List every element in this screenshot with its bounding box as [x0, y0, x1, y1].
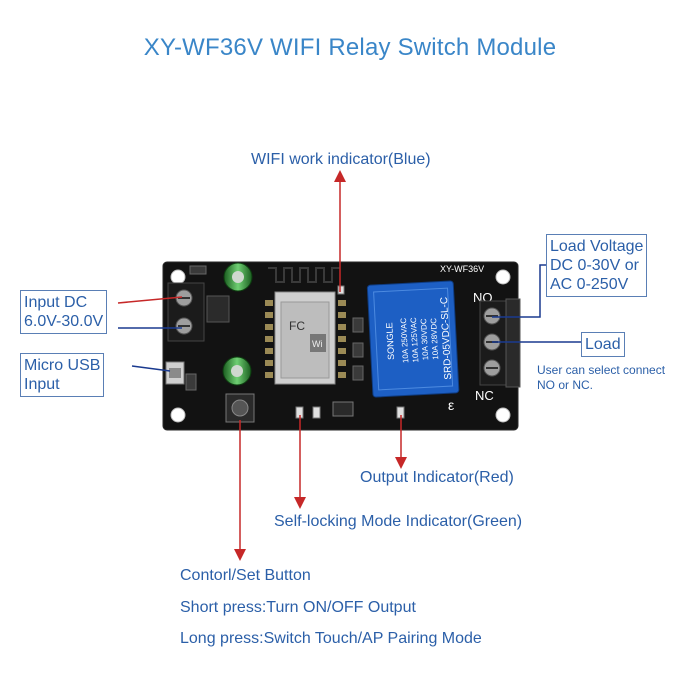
svg-text:FC: FC — [289, 319, 305, 333]
capacitor-top — [223, 262, 253, 292]
led-wifi-blue — [337, 285, 345, 295]
board-model-text: XY-WF36V — [440, 264, 484, 274]
control-button-label: Contorl/Set Button — [180, 567, 311, 584]
capacitor-bottom — [222, 356, 252, 386]
relay-rating-2: 10A 125VAC — [409, 317, 420, 363]
input-terminal — [167, 282, 205, 342]
nc-label: NC — [475, 388, 494, 403]
regulator-chip — [206, 295, 230, 323]
module-pins — [265, 300, 346, 378]
select-note: User can select connect NO or NC. — [537, 363, 666, 392]
long-press-label: Long press:Switch Touch/AP Pairing Mode — [180, 630, 482, 647]
input-positive-line — [117, 296, 183, 304]
relay-brand-text: SONGLE — [384, 322, 396, 360]
relay-rating-1: 10A 250VAC — [399, 317, 410, 363]
wifi-antenna — [268, 267, 340, 283]
usb-line — [131, 365, 171, 372]
wifi-indicator-label: WIFI work indicator(Blue) — [251, 151, 431, 168]
smd-components — [185, 265, 364, 391]
micro-usb-label: Micro USB Input — [20, 353, 105, 397]
relay-model-text: SRD-05VDC-SL-C — [439, 297, 454, 380]
self-locking-label: Self-locking Mode Indicator(Green) — [274, 513, 523, 530]
load-label: Load — [581, 332, 625, 357]
input-dc-label: Input DC 6.0V-30.0V — [20, 290, 108, 334]
logo-mark: ε — [448, 397, 454, 413]
transistor — [332, 401, 354, 417]
load-voltage-line — [492, 264, 548, 318]
esp-wifi-module: FC Wi — [274, 291, 336, 385]
control-button — [225, 393, 255, 423]
relay-rating-4: 10A 28VDC — [429, 318, 440, 360]
relay-rating-3: 10A 30VDC — [419, 318, 430, 360]
load-voltage-label: Load Voltage DC 0-30V or AC 0-250V — [546, 234, 648, 297]
svg-text:Wi: Wi — [312, 339, 323, 349]
page-title: XY-WF36V WIFI Relay Switch Module — [143, 34, 557, 61]
short-press-label: Short press:Turn ON/OFF Output — [180, 599, 416, 616]
output-indicator-label: Output Indicator(Red) — [360, 469, 514, 486]
output-terminal — [479, 298, 521, 388]
relay: SONGLE 10A 250VAC 10A 125VAC 10A 30VDC 1… — [366, 280, 460, 398]
led-extra — [312, 406, 321, 419]
